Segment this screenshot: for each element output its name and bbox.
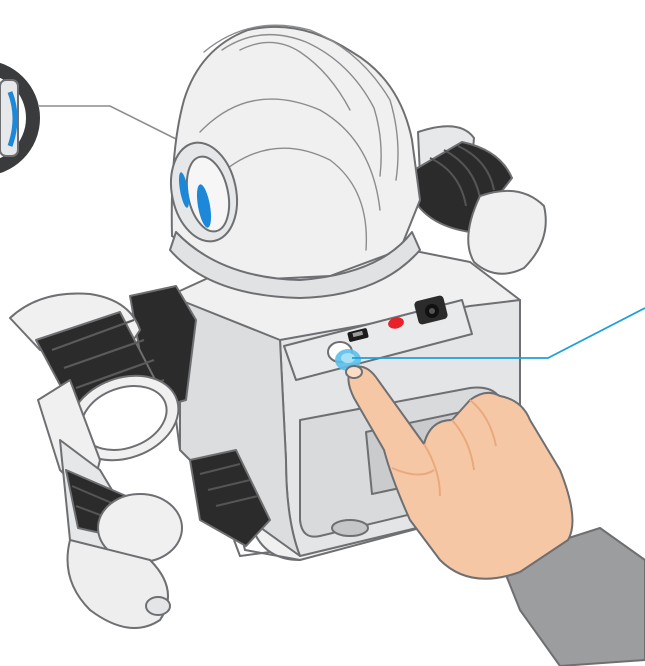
robot-head bbox=[162, 25, 420, 298]
left-arm bbox=[10, 286, 196, 500]
magnified-eye-detail-icon bbox=[0, 60, 40, 176]
detail-pointer-line bbox=[38, 106, 190, 146]
right-arm bbox=[414, 126, 546, 274]
left-leg bbox=[60, 440, 182, 628]
